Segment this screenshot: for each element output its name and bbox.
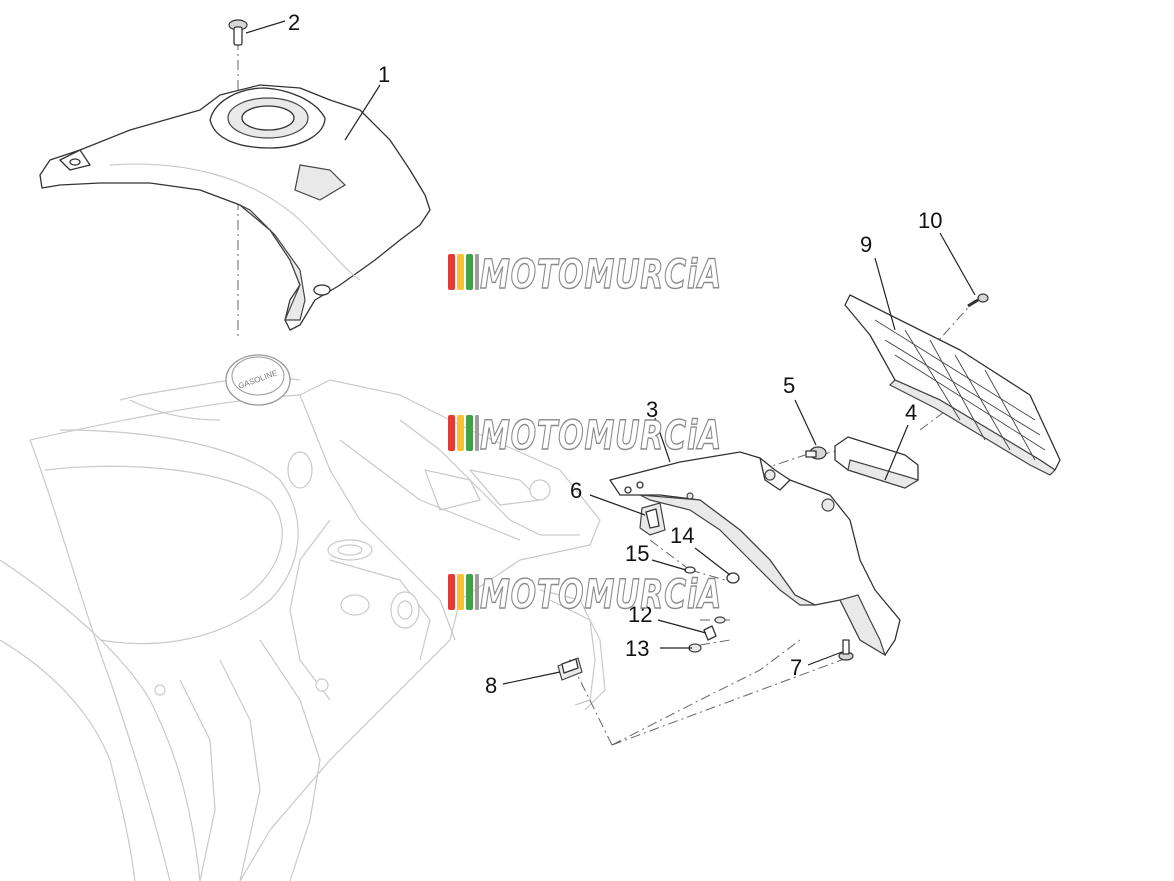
callout-13: 13 [625,636,649,661]
watermark-2: MOTOMURCiA [448,412,722,460]
callout-12: 12 [628,602,652,627]
part-7-screw [838,639,854,661]
callout-7: 7 [790,655,802,680]
watermark-text: MOTOMURCiA [480,252,722,298]
callout-3: 3 [646,397,658,422]
part-9-plate-holder [844,294,1061,476]
watermark-stripe [448,254,455,290]
callouts: 1 2 3 4 5 6 7 8 9 10 12 13 14 15 [288,10,942,698]
watermark-stripe [457,574,464,610]
watermark-stripe [457,415,464,451]
part-14-washer [726,572,740,584]
part-1-rear-cover [39,84,431,331]
fuel-cap: GASOLINE [225,354,291,406]
part-3-license-bracket [609,451,901,657]
callout-15: 15 [625,541,649,566]
watermark-3: MOTOMURCiA [448,571,722,619]
callout-14: 14 [670,523,694,548]
callout-6: 6 [570,478,582,503]
watermark-stripe [466,574,473,610]
watermark-stripe [475,574,479,610]
watermark-stripe [466,254,473,290]
part-4-reflector [834,436,920,489]
part-5-screw [805,446,827,460]
callout-10: 10 [918,208,942,233]
part-6-clip [639,502,666,536]
callout-8: 8 [485,673,497,698]
watermark-stripe [466,415,473,451]
part-12-spring-nut [703,616,726,641]
callout-4: 4 [905,400,917,425]
part-8-clip-nut [557,657,583,681]
watermark-stripe [448,574,455,610]
callout-1: 1 [378,62,390,87]
callout-2: 2 [288,10,300,35]
callout-9: 9 [860,232,872,257]
part-10-screw [967,293,989,308]
watermark-1: MOTOMURCiA [448,251,722,299]
callout-5: 5 [783,373,795,398]
watermark-text: MOTOMURCiA [480,413,722,459]
watermark-text: MOTOMURCiA [480,572,722,618]
watermark-stripe [475,415,479,451]
scooter-frame [0,374,606,881]
leader-lines [245,20,976,685]
watermark-stripe [475,254,479,290]
watermark-stripe [457,254,464,290]
part-2-screw [228,19,248,46]
watermark-stripe [448,415,455,451]
